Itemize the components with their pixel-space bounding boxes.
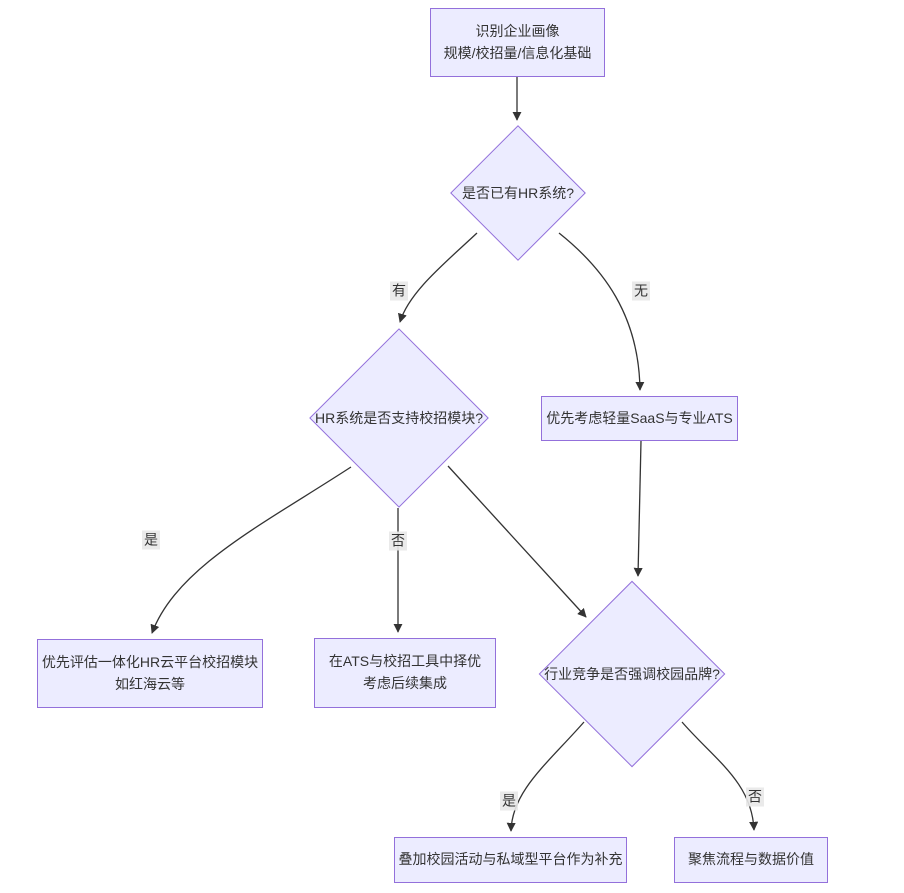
decision-industry-campus-brand: 行业竞争是否强调校园品牌? <box>537 580 727 768</box>
edge-b-d <box>558 232 645 391</box>
node-text-line: 在ATS与校招工具中择优 <box>328 653 482 670</box>
node-focus-process-data-value: 聚焦流程与数据价值 <box>674 837 828 883</box>
node-text-line: 如红海云等 <box>115 675 185 692</box>
edge-label-no-1: 否 <box>389 531 407 551</box>
edge-c-e <box>150 466 352 634</box>
node-text-line: 叠加校园活动与私域型平台作为补充 <box>398 851 623 868</box>
edge-label-has: 有 <box>390 281 408 301</box>
edge-b-c <box>398 232 478 323</box>
edge-d-g <box>633 440 643 577</box>
node-text-line: 考虑后续集成 <box>363 675 447 691</box>
node-text-line: 聚焦流程与数据价值 <box>688 851 814 868</box>
node-text-line: 规模/校招量/信息化基础 <box>443 44 592 61</box>
node-text-line: 识别企业画像 <box>475 22 560 39</box>
node-evaluate-hr-cloud-module: 优先评估一体化HR云平台校招模块 如红海云等 <box>37 639 263 708</box>
edge-g-i <box>681 721 759 831</box>
node-identify-company-profile: 识别企业画像 规模/校招量/信息化基础 <box>430 8 605 77</box>
decision-text: 行业竞争是否强调校园品牌? <box>544 666 720 682</box>
decision-has-hr-system: 是否已有HR系统? <box>450 125 586 261</box>
edge-label-no-2: 否 <box>746 787 764 807</box>
node-choose-ats-tools: 在ATS与校招工具中择优 考虑后续集成 <box>314 638 496 708</box>
edge-label-none: 无 <box>632 281 650 301</box>
edge-g-h <box>506 721 585 832</box>
node-text-line: 优先评估一体化HR云平台校招模块 <box>41 653 259 670</box>
node-text-line: 优先考虑轻量SaaS与专业ATS <box>546 409 733 426</box>
decision-text: 是否已有HR系统? <box>461 185 575 201</box>
edge-c-g <box>447 465 587 618</box>
decision-text: HR系统是否支持校招模块? <box>314 410 484 426</box>
edge-label-yes-1: 是 <box>142 530 160 550</box>
node-lightweight-saas-ats: 优先考虑轻量SaaS与专业ATS <box>541 396 738 441</box>
node-add-campus-activities: 叠加校园活动与私域型平台作为补充 <box>394 837 627 883</box>
edge-label-yes-2: 是 <box>500 791 518 811</box>
decision-hr-supports-campus-module: HR系统是否支持校招模块? <box>309 328 489 508</box>
